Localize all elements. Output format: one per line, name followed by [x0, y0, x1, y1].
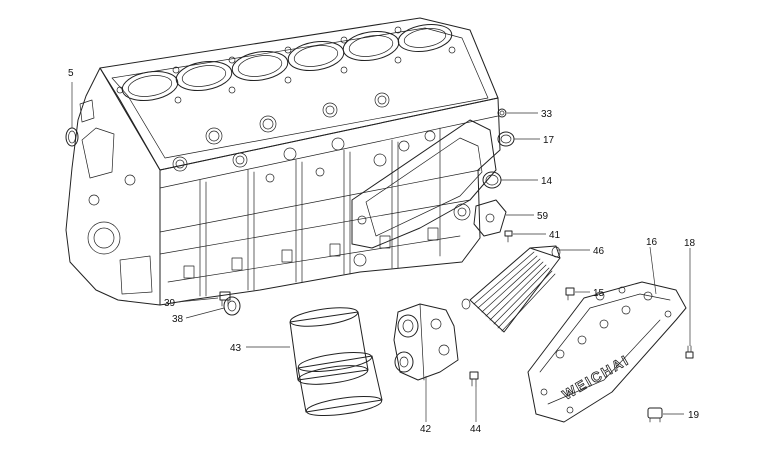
callout-17: 17 — [543, 135, 555, 146]
callout-44: 44 — [470, 424, 482, 435]
callout-38: 38 — [172, 314, 184, 325]
part-16-cooler-cover: WEICHAI — [527, 281, 687, 423]
callout-59: 59 — [537, 211, 549, 222]
cooler-mount-pad — [351, 119, 497, 267]
cylinder-bores — [121, 23, 453, 102]
part-33-o-ring — [497, 108, 507, 118]
callout-15: 15 — [593, 288, 605, 299]
part-38-washer — [223, 296, 241, 316]
callout-43: 43 — [230, 343, 242, 354]
callout-41: 41 — [549, 230, 561, 241]
part-39-screw-plug — [219, 291, 231, 307]
callout-16: 16 — [646, 237, 658, 248]
callout-19: 19 — [688, 410, 700, 421]
part-42-filter-head — [393, 303, 459, 381]
part-46-oil-cooler-core — [461, 245, 561, 333]
brand-weichai-text: WEICHAI — [560, 351, 633, 402]
part-17-plug — [497, 131, 515, 147]
leader-lines — [71, 82, 691, 422]
callout-33: 33 — [541, 109, 553, 120]
callout-14: 14 — [541, 176, 553, 187]
part-15-bolt — [565, 287, 575, 301]
part-41-bolt — [504, 230, 513, 243]
part-44-bolt — [469, 371, 479, 387]
callout-42: 42 — [420, 424, 432, 435]
callout-5: 5 — [68, 68, 74, 79]
callout-18: 18 — [684, 238, 696, 249]
callout-39: 39 — [164, 298, 176, 309]
callout-46: 46 — [593, 246, 605, 257]
part-19-plug — [647, 407, 663, 423]
part-59-cover-plate — [473, 199, 507, 237]
part-43-oil-filters — [289, 307, 383, 417]
engine-block — [65, 17, 501, 306]
callout-numbers: 5 33 17 14 59 41 46 16 18 15 39 38 43 42… — [68, 68, 700, 435]
part-18-bolt — [685, 345, 694, 359]
